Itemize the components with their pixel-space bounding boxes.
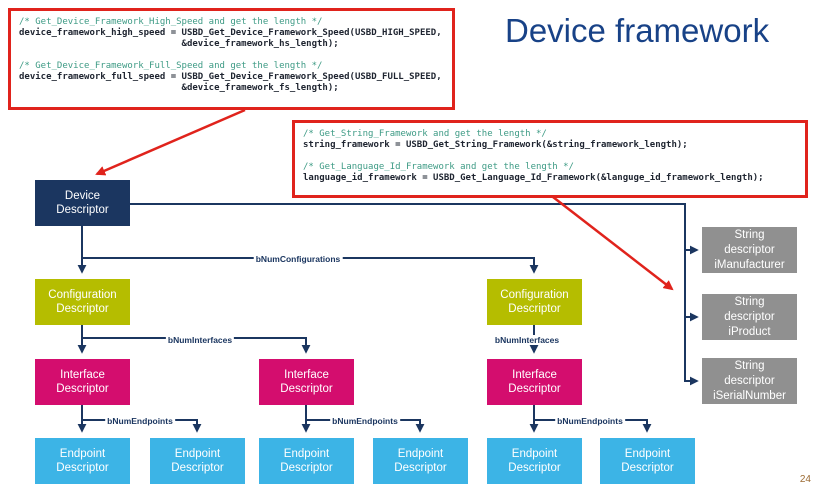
edge-label-bnumendpoints-left: bNumEndpoints	[105, 416, 175, 426]
endpoint-descriptor-box-2: Endpoint Descriptor	[150, 438, 245, 484]
code-line: device_framework_high_speed = USBD_Get_D…	[19, 28, 442, 38]
interface-descriptor-box-3: Interface Descriptor	[487, 359, 582, 405]
code-line	[303, 151, 801, 162]
configuration-descriptor-box-1: Configuration Descriptor	[35, 279, 130, 325]
connector-device-to-config2	[82, 257, 539, 274]
red-arrow-code1-to-device	[95, 108, 246, 176]
device-descriptor-box: Device Descriptor	[35, 180, 130, 226]
code-line: /* Get_String_Framework and get the leng…	[303, 129, 547, 139]
code-line: &device_framework_hs_length);	[19, 39, 339, 49]
string-descriptor-iproduct-box: String descriptor iProduct	[702, 294, 797, 340]
code-block-string-framework: /* Get_String_Framework and get the leng…	[292, 120, 808, 198]
configuration-descriptor-box-2: Configuration Descriptor	[487, 279, 582, 325]
interface-descriptor-box-2: Interface Descriptor	[259, 359, 354, 405]
code-line	[19, 50, 448, 61]
endpoint-descriptor-box-1: Endpoint Descriptor	[35, 438, 130, 484]
code-block-device-framework: /* Get_Device_Framework_High_Speed and g…	[8, 8, 455, 110]
edge-label-bnumendpoints-right: bNumEndpoints	[555, 416, 625, 426]
endpoint-descriptor-box-6: Endpoint Descriptor	[600, 438, 695, 484]
code-line: /* Get_Language_Id_Framework and get the…	[303, 162, 574, 172]
endpoint-descriptor-box-4: Endpoint Descriptor	[373, 438, 468, 484]
edge-label-bnuminterfaces-right: bNumInterfaces	[492, 335, 562, 345]
page-number: 24	[799, 474, 811, 485]
connector-config1-to-iface2	[82, 337, 311, 354]
string-descriptor-iserialnumber-box: String descriptor iSerialNumber	[702, 358, 797, 404]
endpoint-descriptor-box-3: Endpoint Descriptor	[259, 438, 354, 484]
code-line: /* Get_Device_Framework_Full_Speed and g…	[19, 61, 323, 71]
page-title: Device framework	[505, 12, 770, 49]
edge-label-bnumendpoints-middle: bNumEndpoints	[330, 416, 400, 426]
interface-descriptor-box-1: Interface Descriptor	[35, 359, 130, 405]
connector-device-to-string-rail	[130, 203, 699, 386]
edge-label-bnuminterfaces-left: bNumInterfaces	[165, 335, 235, 345]
code-line: /* Get_Device_Framework_High_Speed and g…	[19, 17, 323, 27]
red-arrow-code2-to-strings	[552, 196, 674, 291]
code-line: language_id_framework = USBD_Get_Languag…	[303, 173, 764, 183]
code-line: device_framework_full_speed = USBD_Get_D…	[19, 72, 442, 82]
edge-label-bnumconfigurations: bNumConfigurations	[253, 254, 343, 264]
string-descriptor-imanufacturer-box: String descriptor iManufacturer	[702, 227, 797, 273]
code-line: &device_framework_fs_length);	[19, 83, 339, 93]
code-line: string_framework = USBD_Get_String_Frame…	[303, 140, 688, 150]
endpoint-descriptor-box-5: Endpoint Descriptor	[487, 438, 582, 484]
